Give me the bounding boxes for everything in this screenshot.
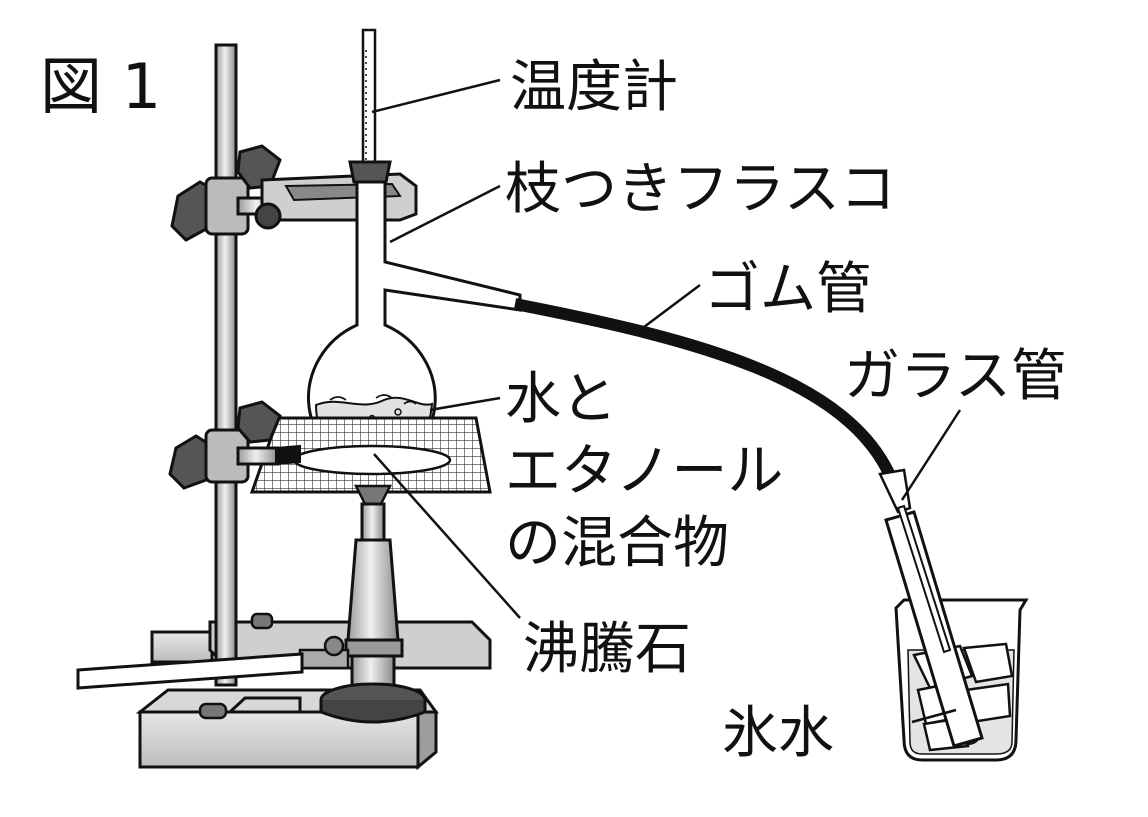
- label-rubber-tube: ゴム管: [704, 257, 872, 322]
- leader-glass-tube: [900, 409, 962, 501]
- glass-tube: [878, 468, 984, 748]
- rubber-tube: [513, 298, 898, 483]
- wire-gauze: [249, 416, 492, 494]
- label-thermometer: 温度計: [510, 55, 678, 120]
- leader-ice-water: [911, 708, 957, 724]
- label-mixture-line1: 水と: [505, 367, 617, 432]
- leader-rubber-tube: [639, 284, 701, 331]
- stand-base: [135, 612, 492, 771]
- leader-flask: [389, 184, 501, 244]
- label-branched-flask: 枝つきフラスコ: [505, 157, 896, 222]
- label-boiling-stone: 沸騰石: [523, 617, 691, 682]
- stand-rod: [214, 43, 238, 687]
- label-glass-tube: ガラス管: [844, 344, 1067, 409]
- label-mixture-line3: の混合物: [505, 511, 729, 576]
- label-ice-water: 氷水: [722, 701, 834, 766]
- lower-clamp: [168, 400, 301, 490]
- rubber-stopper: [348, 160, 392, 184]
- leader-boiling-stone: [373, 453, 521, 619]
- gas-burner: [298, 484, 427, 724]
- label-mixture-line2: エタノール: [505, 439, 783, 504]
- leader-lines: [371, 78, 962, 724]
- leader-thermometer: [371, 78, 501, 114]
- figure-title: 図 1: [40, 50, 161, 123]
- gas-hose: [76, 652, 304, 690]
- leader-mixture: [429, 396, 501, 412]
